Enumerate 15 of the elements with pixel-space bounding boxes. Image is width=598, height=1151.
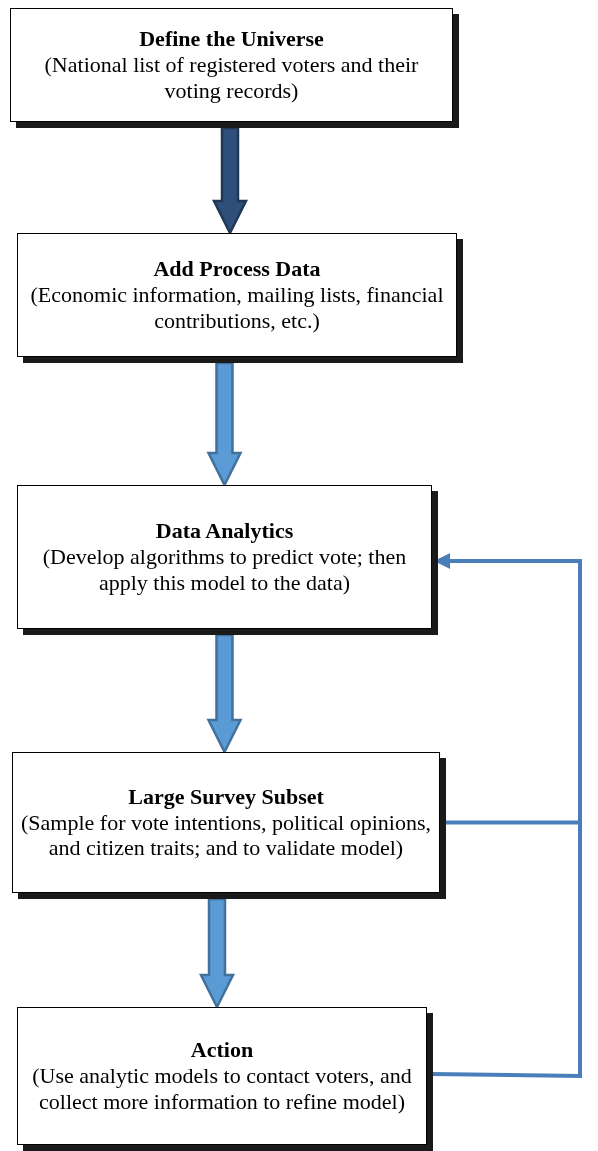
box-title: Large Survey Subset: [128, 783, 324, 810]
box-title: Action: [190, 1037, 254, 1063]
box-description: (National list of registered voters and their voting records): [43, 52, 420, 104]
block-arrow: [206, 633, 243, 755]
block-arrow: [211, 126, 249, 236]
box-description: (Economic information, mailing lists, financial contributions, etc.): [29, 282, 445, 334]
box-title: Data Analytics: [155, 518, 294, 544]
box-description: (Develop algorithms to predict vote; then apply this model to the data): [41, 544, 408, 596]
feedback-arrow: [430, 553, 582, 1079]
block-arrow: [198, 897, 236, 1010]
box-title: Define the Universe: [139, 26, 324, 52]
box-title: Add Process Data: [153, 256, 321, 282]
box-description: (Use analytic models to contact voters, and collect more information to refine model): [31, 1063, 413, 1115]
block-arrow: [206, 361, 243, 488]
box-description: (Sample for vote intentions, political opinions, and citizen traits; and to validate model): [21, 809, 431, 862]
